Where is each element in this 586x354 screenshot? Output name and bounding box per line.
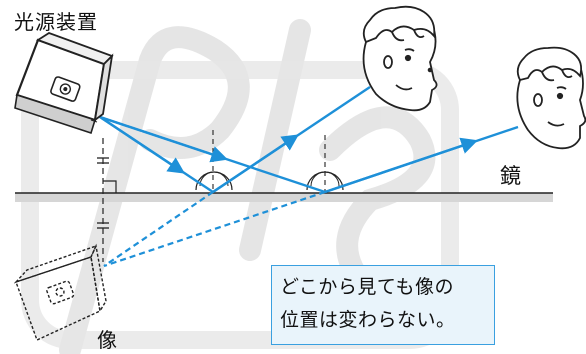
angle-arc-1b	[199, 171, 229, 187]
incident-ray-2-arrow	[99, 115, 228, 163]
explanation-box: どこから見ても像の 位置は変わらない。	[271, 265, 495, 345]
light-source-label: 光源装置	[14, 10, 98, 34]
reflected-ray-1-arrow	[212, 134, 299, 193]
reflected-ray-2-arrow	[324, 137, 478, 194]
explanation-line-1: どこから見ても像の	[280, 276, 454, 298]
observer-face-icon-2	[516, 46, 586, 150]
light-source-device-icon	[14, 32, 114, 135]
mirror-label: 鏡	[500, 164, 521, 188]
angle-arc-2b	[310, 171, 340, 187]
incident-ray-1-arrow	[99, 116, 185, 174]
eye-icon-2	[556, 92, 564, 100]
virtual-image-device-icon	[13, 243, 107, 341]
virtual-ray-2	[103, 190, 326, 268]
explanation-line-2: 位置は変わらない。	[280, 309, 456, 331]
right-angle-mark	[103, 180, 117, 193]
mirror	[15, 193, 553, 202]
watermark-frame	[21, 61, 459, 349]
observer-face-icon	[362, 5, 438, 112]
virtual-ray-1	[103, 191, 214, 267]
image-label: 像	[97, 328, 117, 352]
eye-icon	[404, 54, 412, 62]
